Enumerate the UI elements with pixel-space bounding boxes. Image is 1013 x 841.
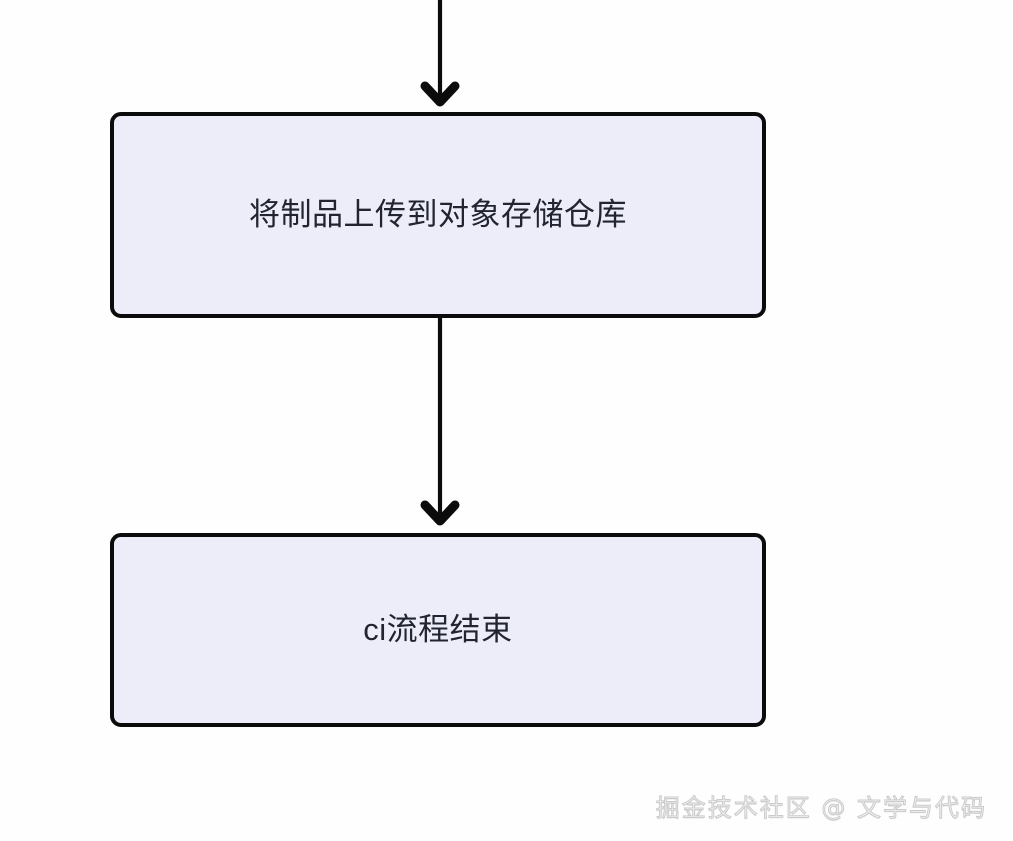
- flow-node-label: 将制品上传到对象存储仓库: [249, 196, 627, 232]
- chevron-down-icon: [420, 500, 460, 526]
- flow-node-label: ci流程结束: [363, 611, 513, 647]
- edge-upload-to-end-arrow: [420, 318, 460, 526]
- flow-node-upload-artifact[interactable]: 将制品上传到对象存储仓库: [110, 112, 766, 318]
- edge-into-upload-arrow: [420, 0, 460, 107]
- watermark-text: 掘金技术社区 @ 文学与代码: [655, 794, 987, 823]
- flow-node-ci-end[interactable]: ci流程结束: [110, 533, 766, 727]
- chevron-down-icon: [420, 81, 460, 107]
